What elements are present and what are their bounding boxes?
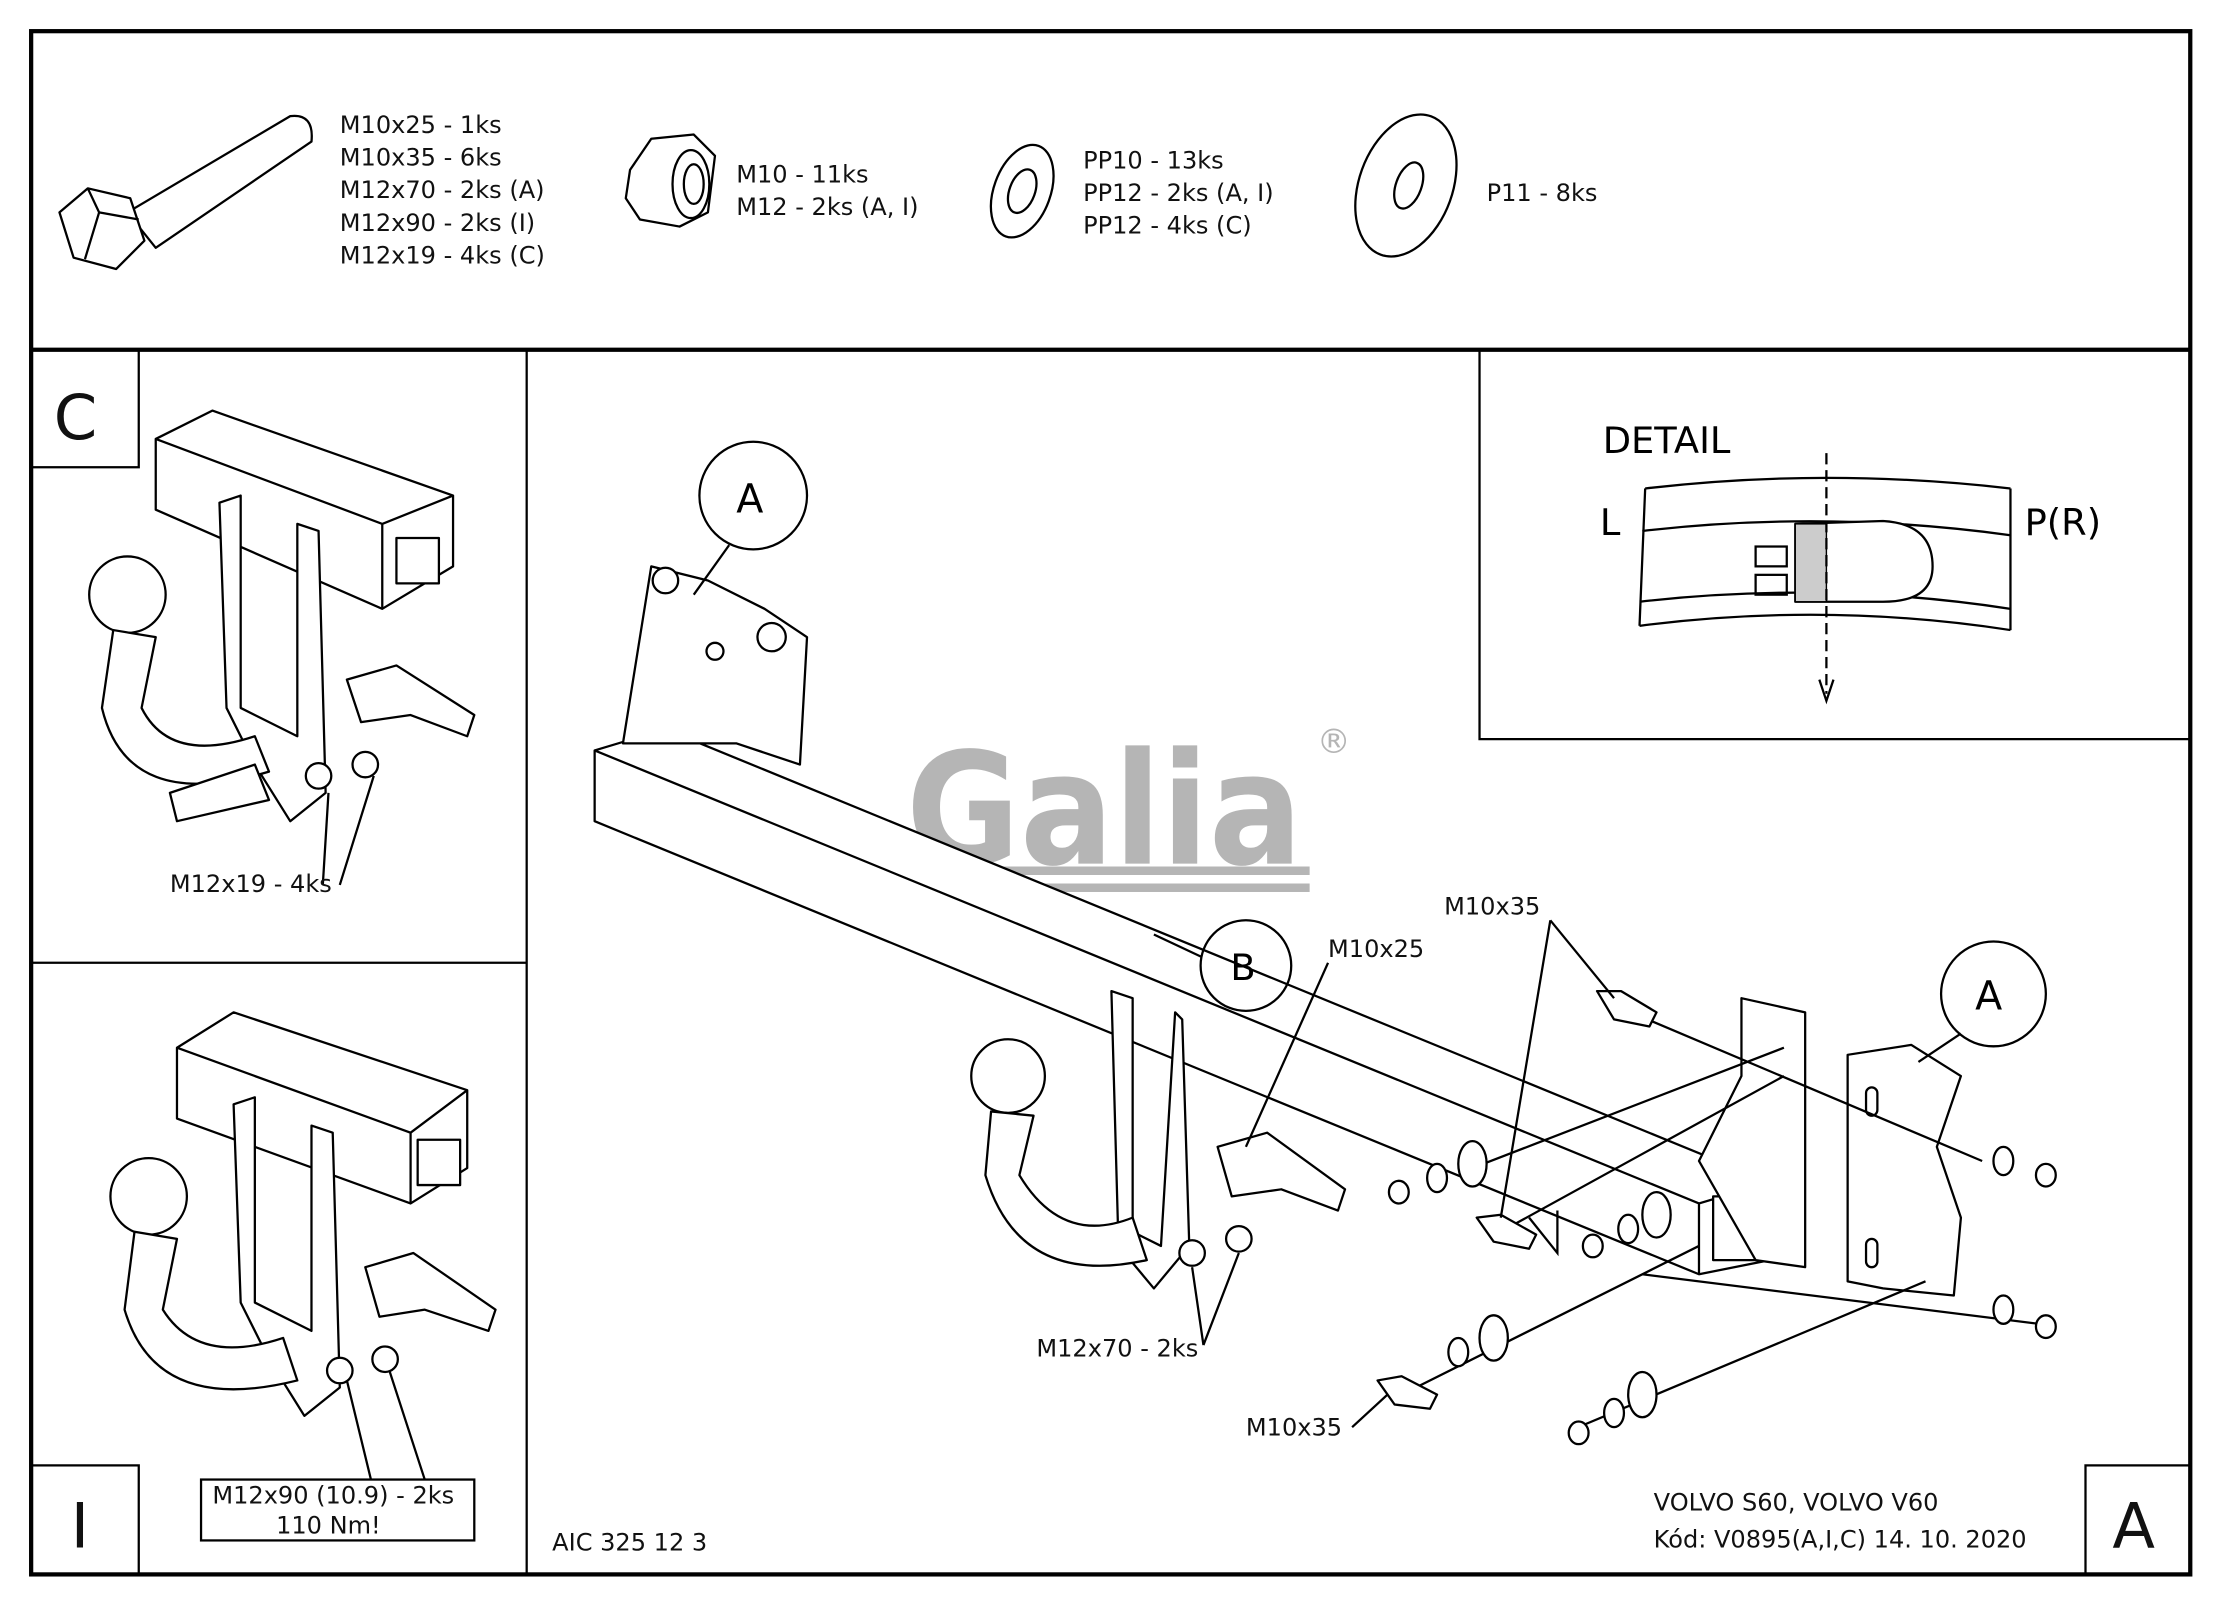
towbar-i-illustration — [109, 1011, 497, 1417]
kod-label: Kód: V0895(A,I,C) 14. 10. 2020 — [1654, 1526, 2027, 1554]
variant-label: A — [2112, 1490, 2155, 1563]
leader-line — [1244, 962, 1330, 1148]
towbar-c-illustration — [88, 409, 476, 823]
part-label: PP10 - 13ks — [1083, 147, 1224, 175]
part-label: M12x19 - 4ks (C) — [340, 241, 545, 269]
leader-line — [345, 1370, 426, 1480]
leader-line — [321, 775, 375, 886]
part-label: M10x35 - 6ks — [340, 144, 502, 172]
logo-underline — [913, 883, 1310, 892]
bolt-icon — [58, 114, 313, 271]
panel-c-callout: M12x19 - 4ks — [170, 870, 332, 898]
torque-callout-box — [199, 1478, 476, 1542]
bubble-b: B — [1153, 919, 1293, 1013]
part-label: M10 - 11ks — [736, 161, 868, 189]
panel-i-callout: M12x90 (10.9) - 2ks — [212, 1482, 454, 1510]
part-label: PP12 - 4ks (C) — [1083, 212, 1252, 240]
panel-c-box — [30, 348, 140, 469]
panel-i-torque: 110 Nm! — [276, 1511, 381, 1539]
left-bracket — [621, 565, 809, 766]
bubble-label: A — [1975, 974, 2002, 1020]
washer-icon — [989, 143, 1055, 239]
vehicle-label: VOLVO S60, VOLVO V60 — [1654, 1489, 1939, 1517]
bubble-a-right: A — [1917, 940, 2047, 1063]
variant-box — [2084, 1464, 2192, 1576]
m12x70-label: M12x70 - 2ks — [1036, 1334, 1198, 1362]
part-label: M12x90 - 2ks (I) — [340, 209, 535, 237]
nut-icon — [624, 133, 717, 228]
m10x25-label: M10x25 — [1328, 935, 1424, 963]
side-plate — [1846, 1043, 1963, 1297]
drawing-code: AIC 325 12 3 — [552, 1528, 707, 1556]
leader-line — [1351, 1393, 1389, 1429]
detail-box — [1478, 349, 2191, 741]
panel-c-label: C — [54, 381, 98, 454]
bubble-label: B — [1230, 946, 1255, 989]
detail-illustration — [1638, 453, 2012, 705]
logo-underline — [913, 866, 1310, 875]
drawing-frame — [29, 29, 2193, 1577]
detail-right-label: P(R) — [2025, 501, 2101, 544]
large-washer-icon — [1354, 113, 1458, 258]
registered-mark: ® — [1317, 722, 1351, 762]
fastener-assembly — [1376, 989, 2057, 1446]
leader-line — [1190, 1252, 1240, 1346]
bubble-label: A — [736, 477, 763, 523]
leader-line — [1499, 919, 1615, 1257]
bubble-a-left: A — [692, 440, 809, 596]
m10x35-label: M10x35 — [1444, 893, 1540, 921]
ball-hook — [970, 989, 1347, 1290]
m10x35-bottom-label: M10x35 — [1246, 1414, 1342, 1442]
part-label: M10x25 - 1ks — [340, 111, 502, 139]
right-bracket — [1697, 997, 1807, 1269]
panel-i-box — [30, 1464, 140, 1576]
panel-i-label: I — [71, 1490, 89, 1563]
detail-title: DETAIL — [1603, 419, 1731, 462]
part-label: PP12 - 2ks (A, I) — [1083, 179, 1274, 207]
part-label: M12 - 2ks (A, I) — [736, 193, 918, 221]
part-label: P11 - 8ks — [1487, 179, 1598, 207]
bolt-list: M10x25 - 1ks M10x35 - 6ks M12x70 - 2ks (… — [340, 111, 545, 269]
detail-left-label: L — [1600, 501, 1621, 544]
part-label: M12x70 - 2ks (A) — [340, 176, 545, 204]
